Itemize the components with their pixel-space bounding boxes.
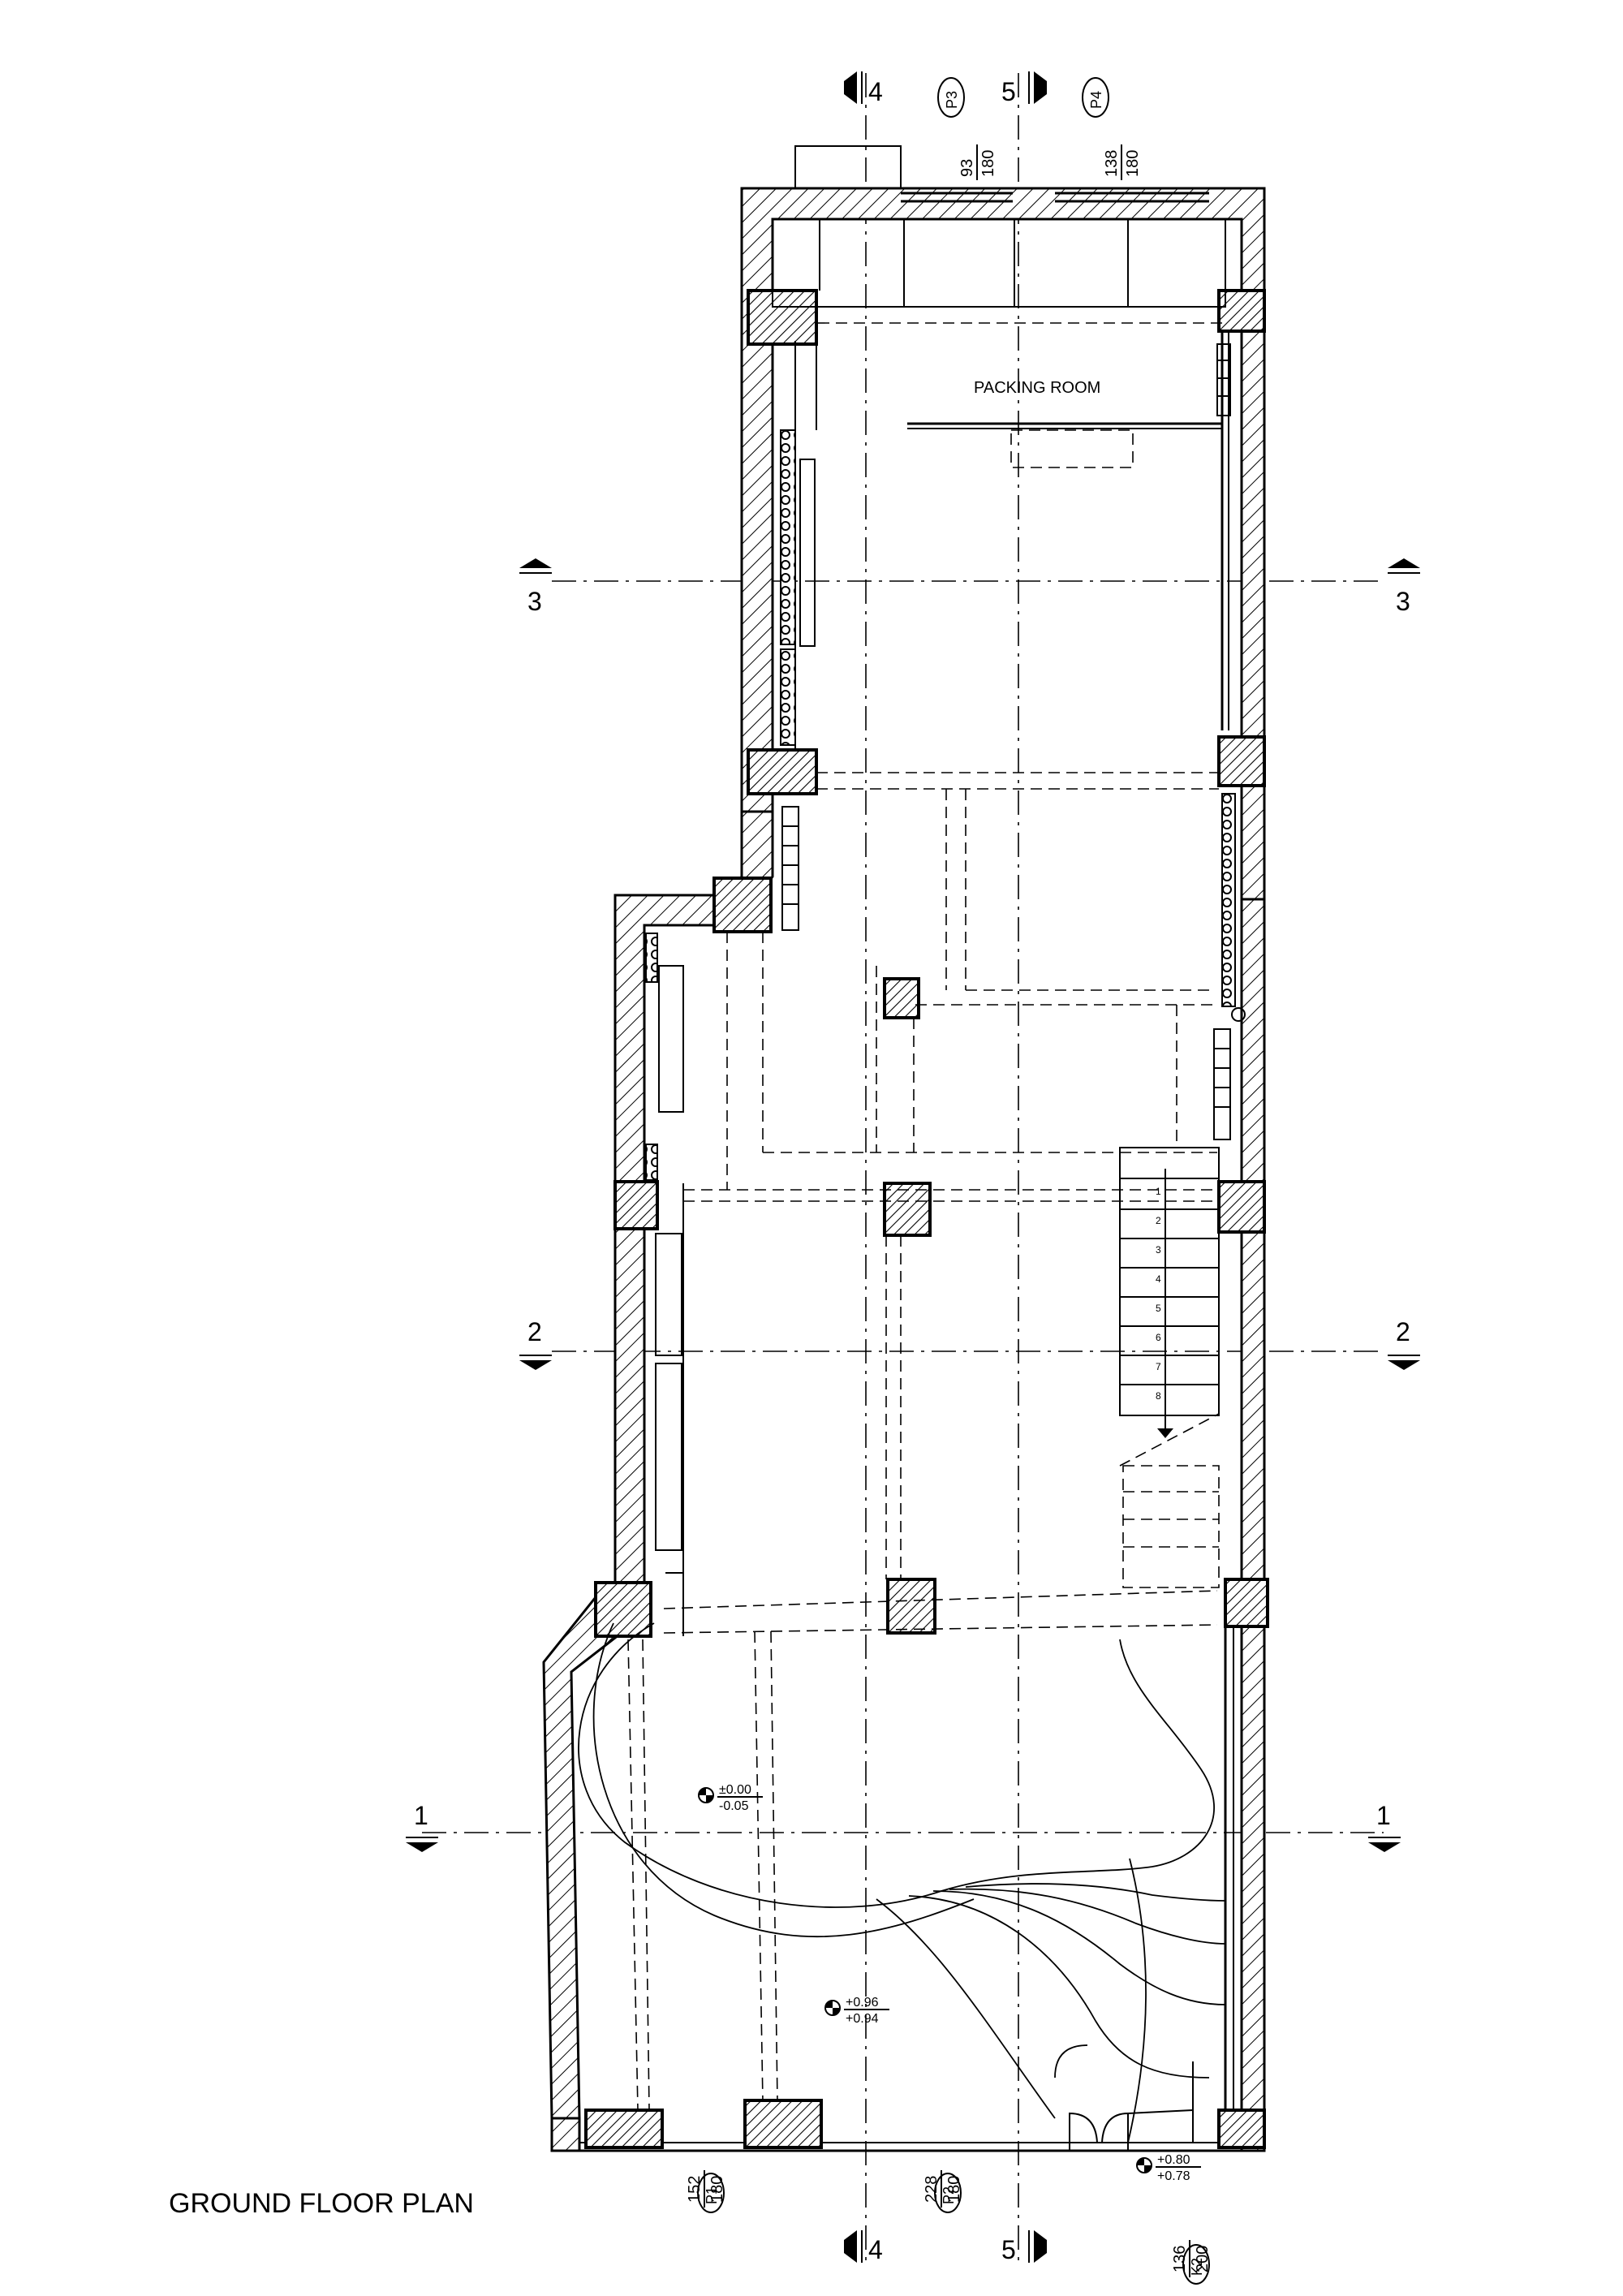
level-marker-1: ±0.00 -0.05 xyxy=(698,1783,763,1813)
level-2-top: +0.96 xyxy=(846,1996,879,2010)
stair-step-7: 7 xyxy=(1156,1361,1161,1372)
section-label-3-right: 3 xyxy=(1396,587,1410,616)
window-tag-p4: P4 xyxy=(1082,77,1109,118)
door-tag-k2-code: K2 xyxy=(1189,2258,1205,2276)
section-label-5-bottom: 5 xyxy=(1001,2235,1016,2264)
level-marker-3: +0.80 +0.78 xyxy=(1136,2153,1201,2183)
drawing-title: GROUND FLOOR PLAN xyxy=(169,2188,474,2219)
level-3-bottom: +0.78 xyxy=(1157,2169,1190,2183)
door-tag-k2-dims: 136 200 xyxy=(1171,2240,1212,2277)
stair-step-8: 8 xyxy=(1156,1390,1161,1402)
window-tag-p3-code: P3 xyxy=(944,91,960,109)
stair-step-4: 4 xyxy=(1156,1273,1161,1285)
window-p3-width: 93 xyxy=(958,159,976,177)
stair-step-6: 6 xyxy=(1156,1332,1161,1343)
columns xyxy=(584,289,1269,2149)
window-p4-width: 138 xyxy=(1103,150,1121,177)
section-label-1-left: 1 xyxy=(414,1801,428,1830)
section-arrows xyxy=(406,71,1420,2263)
door-k2-width: 136 xyxy=(1171,2246,1189,2272)
section-label-2-right: 2 xyxy=(1396,1317,1410,1346)
window-p4-height: 180 xyxy=(1124,150,1142,177)
window-p2-height: 180 xyxy=(945,2176,963,2203)
stair-step-2: 2 xyxy=(1156,1215,1161,1226)
level-marker-2: +0.96 +0.94 xyxy=(824,1996,889,2026)
stair-step-5: 5 xyxy=(1156,1303,1161,1314)
window-tag-p3-dims: 93 180 xyxy=(958,144,997,180)
level-1-bottom: -0.05 xyxy=(719,1799,749,1813)
section-label-2-left: 2 xyxy=(527,1317,542,1346)
stair-step-1: 1 xyxy=(1156,1186,1161,1197)
window-tag-p4-code: P4 xyxy=(1088,91,1104,109)
window-p1-width: 152 xyxy=(686,2176,704,2203)
stair-step-3: 3 xyxy=(1156,1244,1161,1256)
window-tag-p2-dims: 228 180 xyxy=(923,2170,963,2208)
room-label-packing: PACKING ROOM xyxy=(974,379,1100,397)
section-label-1-right: 1 xyxy=(1376,1801,1391,1830)
interior-lines xyxy=(627,218,1246,2151)
window-tag-p1-dims: 152 180 xyxy=(686,2170,726,2208)
section-label-3-left: 3 xyxy=(527,587,542,616)
door-k2-height: 200 xyxy=(1194,2246,1212,2272)
window-tag-p3: P3 xyxy=(937,77,965,118)
level-1-top: ±0.00 xyxy=(719,1783,751,1797)
window-tag-p1-code: P1 xyxy=(704,2186,720,2204)
level-2-bottom: +0.94 xyxy=(846,2012,879,2026)
stair-step-numbers: 1 2 3 4 5 6 7 8 xyxy=(1156,1186,1161,1402)
window-tag-p2-code: P2 xyxy=(941,2186,957,2204)
section-label-4-bottom: 4 xyxy=(868,2235,883,2264)
curved-ramp xyxy=(578,1622,1226,2143)
window-tag-p4-dims: 138 180 xyxy=(1103,144,1142,180)
window-p3-height: 180 xyxy=(979,150,997,177)
window-p1-height: 180 xyxy=(708,2176,726,2203)
level-3-top: +0.80 xyxy=(1157,2153,1190,2167)
window-p2-width: 228 xyxy=(923,2176,941,2203)
section-label-5-top: 5 xyxy=(1001,77,1016,106)
section-label-4-top: 4 xyxy=(868,77,883,106)
